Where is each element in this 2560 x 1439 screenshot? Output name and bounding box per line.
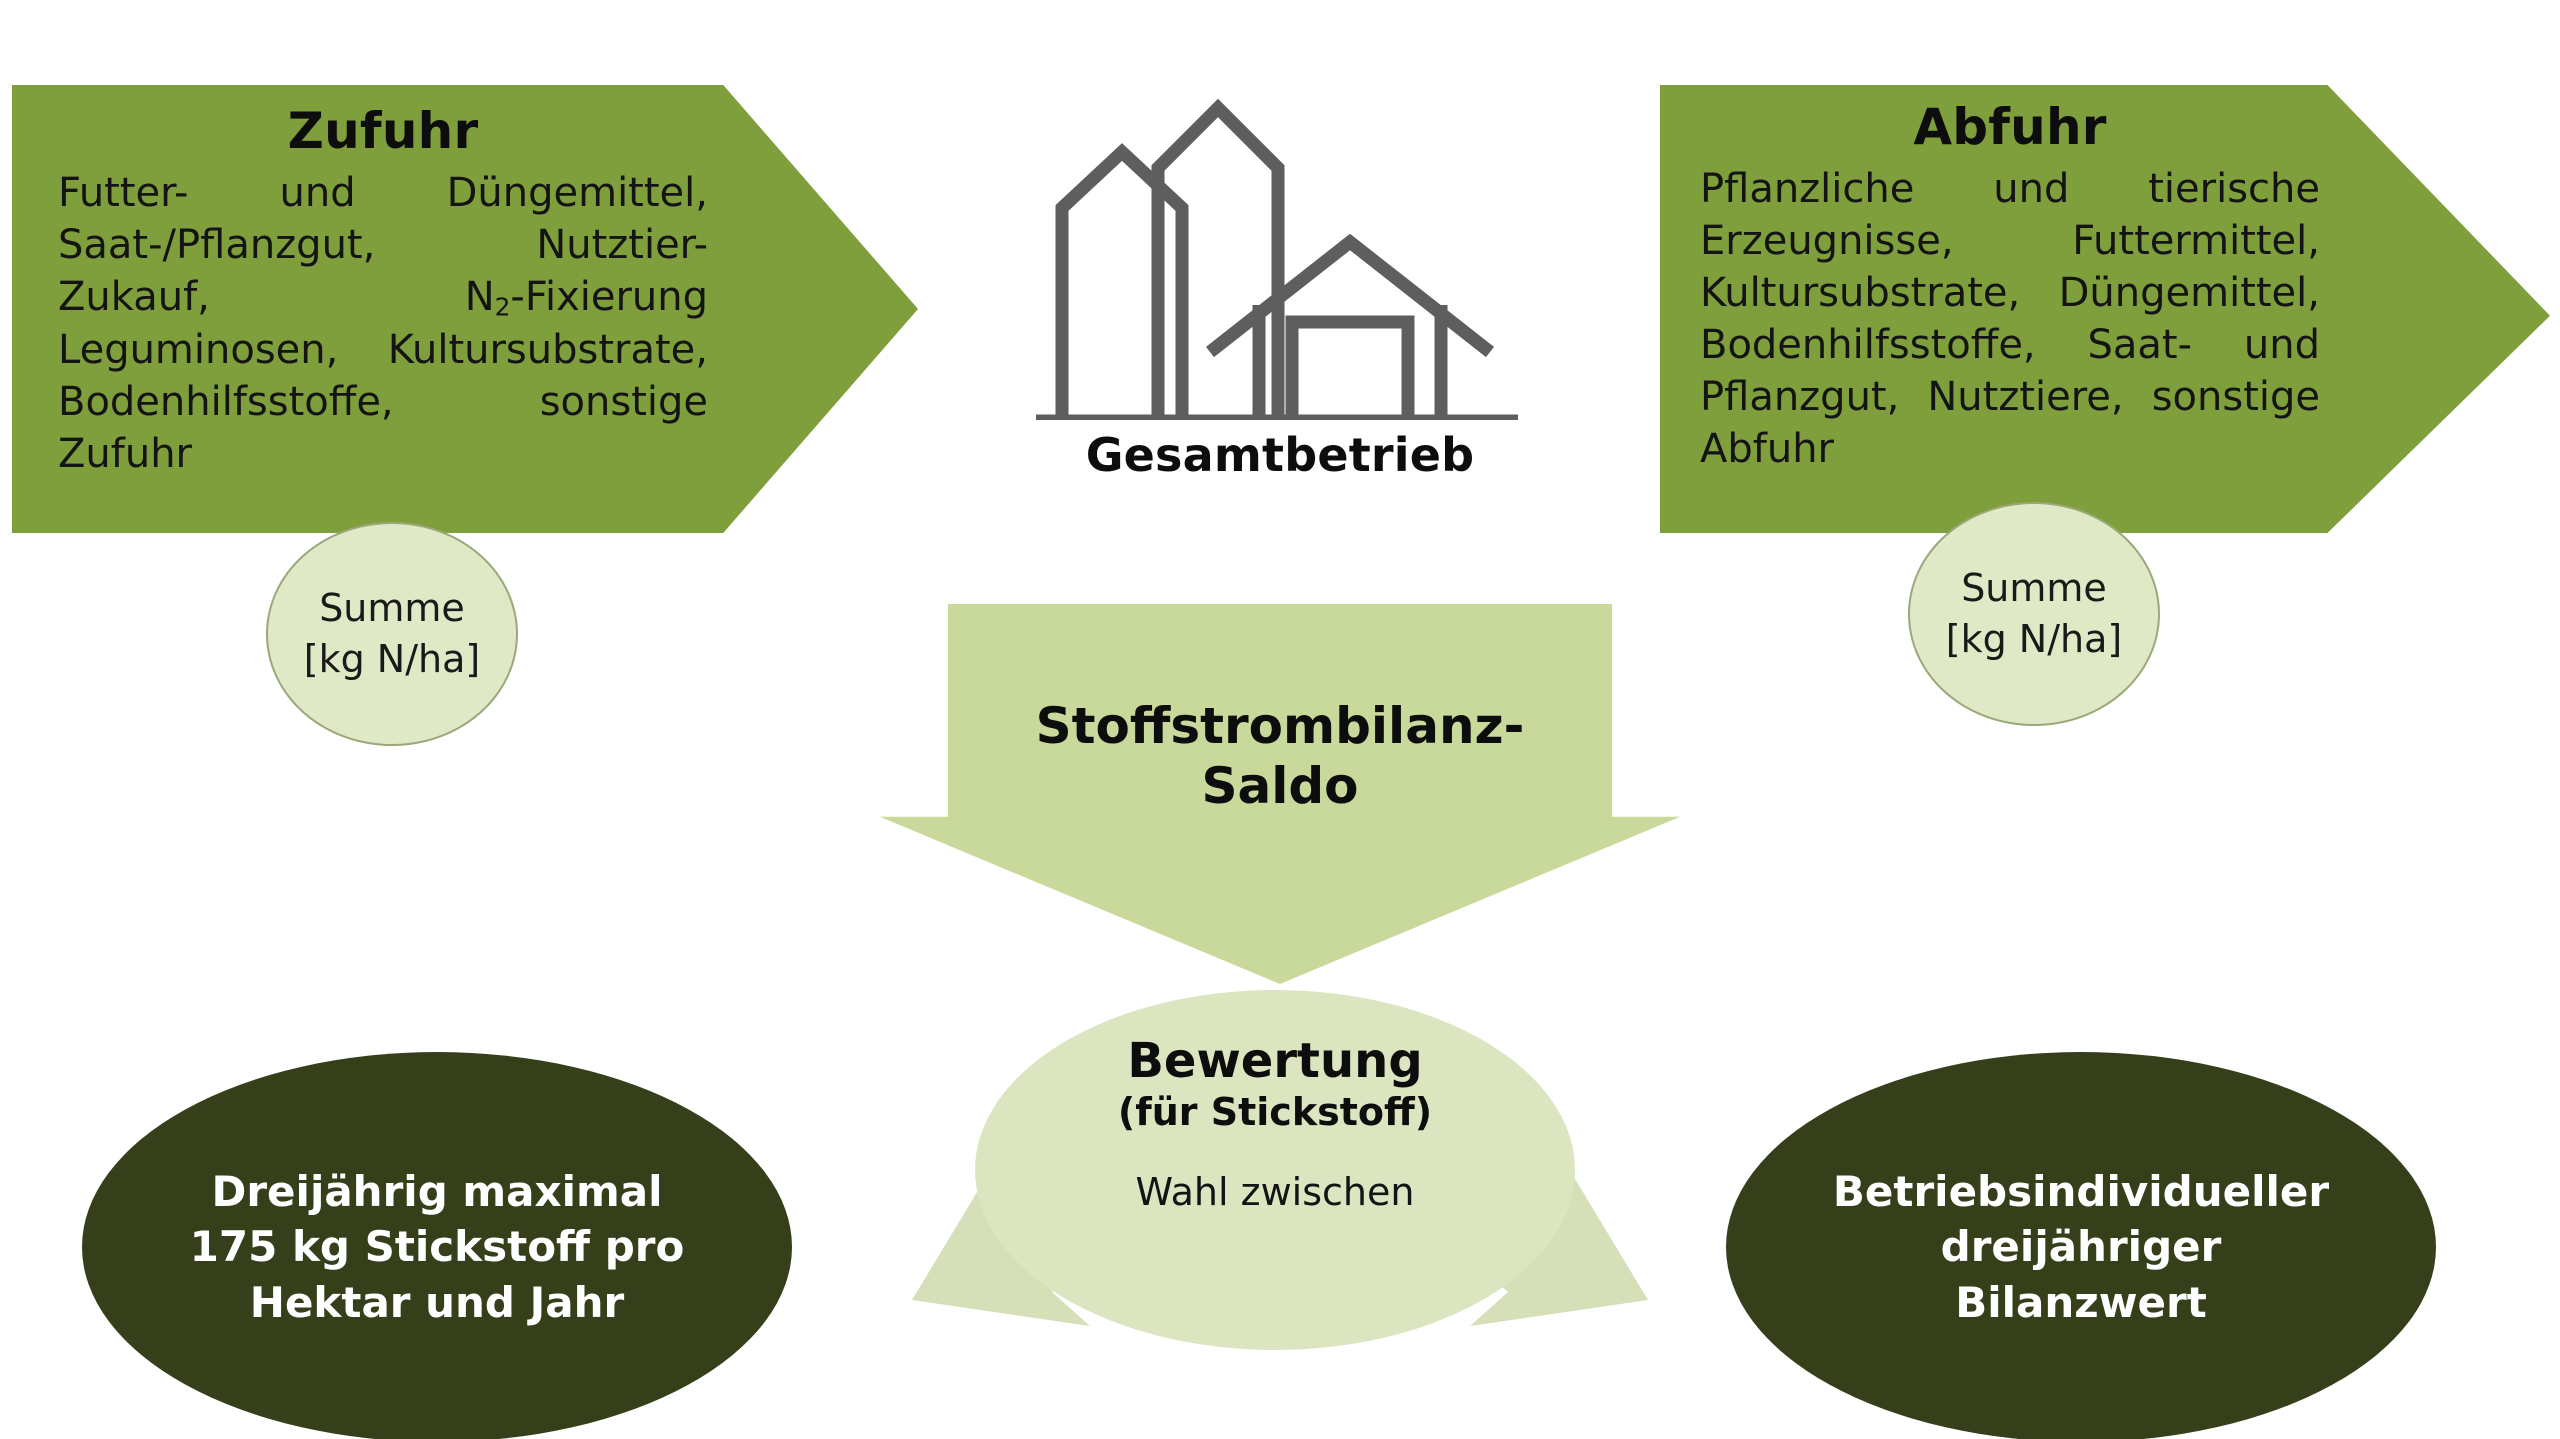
farm-block: Gesamtbetrieb xyxy=(980,90,1580,482)
output-arrow-title: Abfuhr xyxy=(1913,98,2107,156)
result-line3: Bilanzwert xyxy=(1955,1277,2207,1327)
result-line1: Dreijährig maximal xyxy=(211,1166,663,1216)
result-line2: 175 kg Stickstoff pro xyxy=(189,1222,685,1272)
balance-arrow-label: Stoffstrombilanz- Saldo xyxy=(1036,696,1525,816)
output-arrow-abfuhr: Abfuhr Pflanzliche und tierische Erzeugn… xyxy=(1660,85,2550,533)
output-sum-circle: Summe [kg N/ha] xyxy=(1908,502,2160,726)
evaluation-circle: Bewertung (für Stickstoff) Wahl zwischen xyxy=(975,990,1575,1350)
result-text: Dreijährig maximal 175 kg Stickstoff pro… xyxy=(190,1164,685,1330)
balance-label-line1: Stoffstrombilanz- xyxy=(1035,697,1525,755)
balance-label-line2: Saldo xyxy=(1201,757,1359,815)
farm-caption: Gesamtbetrieb xyxy=(1085,428,1475,482)
farm-buildings-icon xyxy=(1036,98,1518,430)
result-line3: Hektar und Jahr xyxy=(249,1277,625,1327)
result-line1: Betriebsindividueller xyxy=(1832,1166,2330,1216)
output-arrow-body: Pflanzliche und tierische Erzeugnisse, F… xyxy=(1700,166,2320,472)
result-ellipse-fixed-limit: Dreijährig maximal 175 kg Stickstoff pro… xyxy=(82,1052,792,1439)
evaluation-note: Wahl zwischen xyxy=(1135,1170,1415,1215)
evaluation-subtitle: (für Stickstoff) xyxy=(1117,1090,1433,1135)
result-line2: dreijähriger xyxy=(1940,1222,2222,1272)
input-sum-label-line2: [kg N/ha] xyxy=(303,637,481,681)
output-sum-label-line2: [kg N/ha] xyxy=(1945,617,2123,661)
output-sum-label-line1: Summe xyxy=(1961,566,2107,611)
input-arrow-body: Futter- und Düngemittel, Saat-/Pflanzgut… xyxy=(58,170,708,477)
result-ellipse-farm-individual: Betriebsindividueller dreijähriger Bilan… xyxy=(1726,1052,2436,1439)
balance-down-arrow: Stoffstrombilanz- Saldo xyxy=(880,604,1680,984)
result-text: Betriebsindividueller dreijähriger Bilan… xyxy=(1833,1164,2329,1330)
input-sum-label-line1: Summe xyxy=(319,586,465,631)
input-arrow-title: Zufuhr xyxy=(287,102,479,160)
evaluation-title: Bewertung xyxy=(1127,1033,1423,1089)
input-arrow-zufuhr: Zufuhr Futter- und Düngemittel, Saat-/Pf… xyxy=(12,85,918,533)
input-sum-circle: Summe [kg N/ha] xyxy=(266,522,518,746)
